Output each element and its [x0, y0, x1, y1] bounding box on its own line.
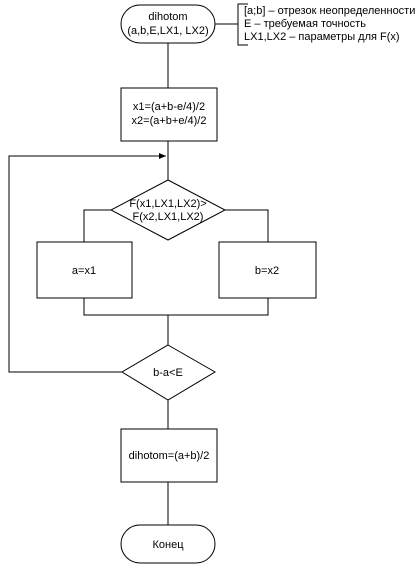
comment-line-3: LX1,LX2 – параметры для F(x) — [244, 31, 400, 43]
merge-line — [83, 298, 269, 316]
compare-line-1: F(x1,LX1,LX2)> — [129, 198, 206, 210]
branch-left-line — [83, 209, 111, 242]
init-process: x1=(a+b-e/4)/2 x2=(a+b+e/4)/2 — [120, 87, 218, 142]
loop-back-arrow — [8, 153, 166, 373]
end-label: Конец — [152, 539, 184, 551]
result-process: dihotom=(a+b)/2 — [120, 428, 218, 483]
end-terminator: Конец — [120, 524, 216, 564]
start-terminator: dihotom (a,b,E,LX1, LX2) — [120, 4, 216, 44]
start-params: (a,b,E,LX1, LX2) — [127, 25, 208, 37]
start-title: dihotom — [148, 11, 187, 23]
comment-line-1: [a;b] – отрезок неопределенности — [244, 5, 415, 17]
compare-line-2: F(x2,LX1,LX2) — [133, 211, 204, 223]
init-line-2: x2=(a+b+e/4)/2 — [132, 115, 207, 127]
init-line-1: x1=(a+b-e/4)/2 — [133, 101, 205, 113]
compare-decision: F(x1,LX1,LX2)> F(x2,LX1,LX2) — [109, 179, 227, 241]
result-label: dihotom=(a+b)/2 — [129, 450, 210, 462]
comment-line-2: E – требуемая точность — [244, 18, 366, 30]
assign-a-process: a=x1 — [36, 241, 133, 299]
comment-annotation: [a;b] – отрезок неопределенности E – тре… — [215, 3, 415, 46]
check-decision: b-a<E — [121, 344, 216, 401]
assign-b-process: b=x2 — [218, 241, 317, 299]
assign-b-label: b=x2 — [255, 265, 279, 277]
check-label: b-a<E — [153, 367, 183, 379]
branch-right-line — [225, 209, 269, 242]
assign-a-label: a=x1 — [72, 265, 96, 277]
